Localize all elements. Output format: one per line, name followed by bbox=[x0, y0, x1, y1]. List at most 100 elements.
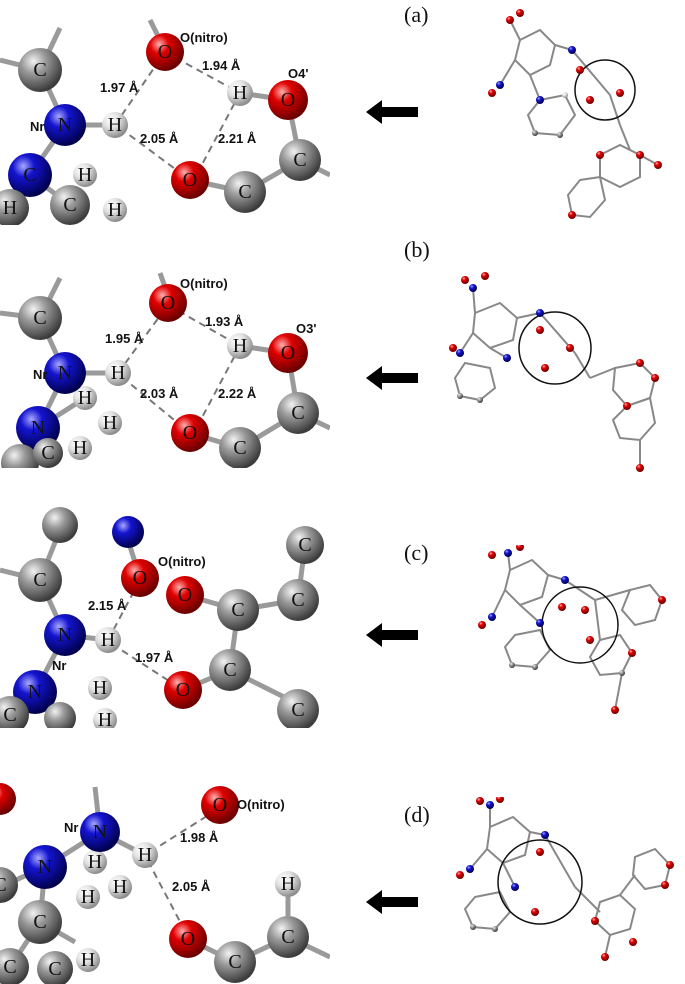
hydrogen-atom bbox=[108, 875, 132, 899]
atom-symbol: C bbox=[0, 874, 7, 896]
zoom-view-c: C N N C H H H O O C C O C C C O(nitro) N… bbox=[0, 500, 330, 728]
atom-symbol: C bbox=[48, 958, 61, 980]
atom-symbol: O bbox=[281, 89, 295, 111]
atom-symbol: H bbox=[88, 851, 102, 873]
distance-label: 2.03 Å bbox=[140, 386, 179, 401]
oxygen-atom bbox=[166, 576, 204, 614]
atom-symbol: C bbox=[291, 699, 304, 721]
atom-symbol: C bbox=[33, 307, 46, 329]
atom-symbol: C bbox=[233, 437, 246, 459]
carbon-atom bbox=[286, 526, 324, 564]
carbon-atom bbox=[33, 438, 63, 468]
atom-symbol: C bbox=[63, 194, 76, 216]
zoom-view-d: N N C C C C H H H H H O O C C H O(nitro)… bbox=[0, 757, 330, 984]
atom-symbol: O bbox=[161, 292, 175, 314]
hydrogen-atom bbox=[83, 850, 107, 874]
atom-symbol: H bbox=[281, 873, 295, 895]
hydroxyl-oxygen-label: O4' bbox=[288, 66, 308, 81]
carbon-atom bbox=[37, 951, 73, 984]
distance-label: 2.05 Å bbox=[172, 879, 211, 894]
nitrogen-atom bbox=[44, 104, 86, 146]
molecule-overview-c bbox=[470, 545, 680, 725]
nr-label: Nr bbox=[30, 119, 44, 134]
carbon-atom bbox=[18, 558, 62, 602]
atom-symbol: N bbox=[28, 681, 42, 703]
oxygen-atom bbox=[164, 671, 202, 709]
atom-dots bbox=[478, 545, 666, 714]
atom-symbol: C bbox=[238, 181, 251, 203]
arrow-icon bbox=[366, 366, 418, 390]
panel-c: C N N C H H H O O C C O C C C O(nitro) N… bbox=[0, 500, 685, 735]
carbon-atom bbox=[18, 900, 62, 944]
carbon-atom bbox=[277, 392, 319, 434]
distance-label: 1.95 Å bbox=[105, 331, 144, 346]
distance-label: 2.21 Å bbox=[218, 131, 257, 146]
atom-symbol: C bbox=[33, 569, 46, 591]
oxygen-atom bbox=[268, 333, 308, 373]
carbon-atom bbox=[217, 589, 259, 631]
nitrogen-atom bbox=[44, 352, 86, 394]
atom-symbol: C bbox=[293, 149, 306, 171]
atom-dots bbox=[456, 797, 674, 961]
hydrogen-atom bbox=[76, 885, 100, 909]
carbon-atom bbox=[219, 427, 261, 468]
atom-symbol: H bbox=[73, 437, 87, 459]
carbon-atom bbox=[214, 941, 256, 983]
hydrogen-atom bbox=[73, 163, 97, 187]
atom-dots bbox=[449, 272, 659, 472]
nitro-oxygen-label: O(nitro) bbox=[158, 554, 206, 569]
oxygen-atom bbox=[268, 80, 308, 120]
atom-symbol: C bbox=[291, 402, 304, 424]
carbon-atom bbox=[44, 702, 76, 728]
panel-label-b: (b) bbox=[404, 237, 430, 262]
atom-symbol: N bbox=[38, 856, 52, 878]
nitro-oxygen-label: O(nitro) bbox=[237, 797, 285, 812]
hydrogen-atom bbox=[95, 627, 121, 653]
panel-label-d: (d) bbox=[404, 802, 430, 827]
distance-label: 1.94 Å bbox=[202, 58, 241, 73]
carbon-atom bbox=[0, 696, 29, 728]
atom-symbol: C bbox=[298, 534, 311, 556]
atom-symbol: H bbox=[3, 197, 17, 219]
arrow-icon bbox=[366, 623, 418, 647]
hydrogen-atom bbox=[98, 411, 122, 435]
carbon-atom bbox=[0, 948, 29, 984]
panel-b: C N N C H H H H O H O C C O O(nitro) Nr … bbox=[0, 237, 685, 473]
atom-symbol: C bbox=[41, 442, 54, 464]
atom-symbol: N bbox=[93, 821, 107, 843]
atom-symbol: N bbox=[58, 624, 72, 646]
carbon-atom bbox=[277, 689, 319, 728]
hydrogen-atom bbox=[102, 112, 128, 138]
distance-label: 2.15 Å bbox=[88, 598, 127, 613]
atom-symbol: C bbox=[291, 589, 304, 611]
atom-symbol: C bbox=[3, 704, 16, 726]
hydrogen-atom bbox=[132, 842, 158, 868]
oxygen-atom bbox=[0, 783, 16, 815]
atom-symbol: H bbox=[98, 709, 112, 728]
atom-symbol: H bbox=[93, 677, 107, 699]
oxygen-atom bbox=[121, 559, 159, 597]
atom-symbol: N bbox=[31, 417, 45, 439]
distance-label: 1.93 Å bbox=[205, 314, 244, 329]
atom-symbol: O bbox=[183, 169, 197, 191]
distance-label: 2.22 Å bbox=[218, 386, 257, 401]
atom-symbol: H bbox=[81, 886, 95, 908]
arrow-icon bbox=[366, 890, 418, 914]
nr-label: Nr bbox=[33, 367, 47, 382]
atom-symbol: H bbox=[233, 335, 247, 357]
hydrogen-atom bbox=[93, 708, 117, 728]
arrow-icon bbox=[366, 100, 418, 124]
oxygen-atom bbox=[169, 920, 207, 958]
carbon-atom bbox=[1, 444, 39, 468]
carbon-atom bbox=[18, 48, 62, 92]
atom-symbol: N bbox=[58, 362, 72, 384]
oxygen-atom bbox=[149, 284, 187, 322]
atom-symbol: H bbox=[233, 82, 247, 104]
atom-symbol: H bbox=[103, 412, 117, 434]
hydrogen-atom bbox=[73, 386, 97, 410]
atom-symbol: H bbox=[78, 387, 92, 409]
carbon-atom bbox=[209, 649, 251, 691]
carbon-atom bbox=[267, 916, 309, 958]
zoom-view-a: C N C H C H H H O H O C C O O(nitro) Nr … bbox=[0, 0, 330, 225]
atom-dots bbox=[488, 9, 662, 219]
